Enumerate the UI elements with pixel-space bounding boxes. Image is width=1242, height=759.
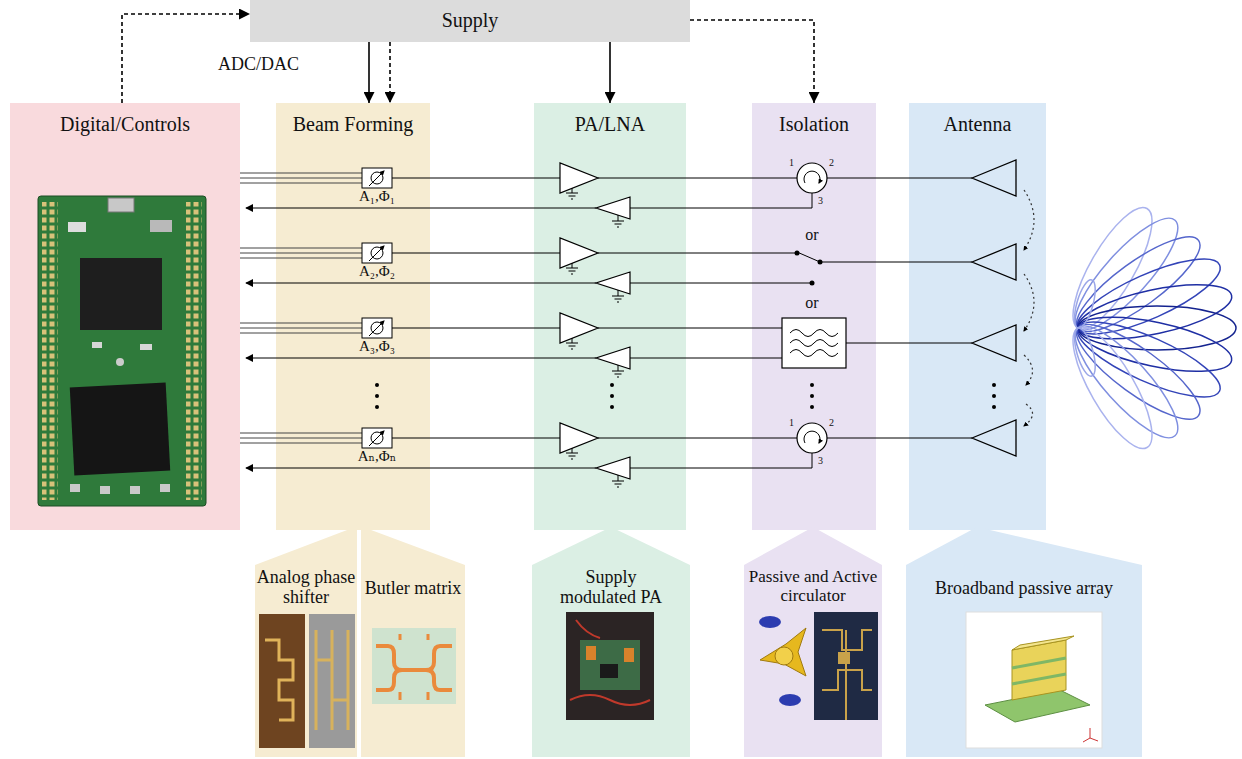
- channel-weight: A₃,Φ₃: [359, 338, 395, 355]
- stage-panel: PA/LNA: [534, 103, 686, 530]
- node-title: Beam Forming: [276, 113, 430, 135]
- option-note: or: [805, 226, 818, 244]
- node-title: Butler matrix: [361, 579, 465, 599]
- signal-name: ADC/DAC: [218, 55, 299, 75]
- supply-bar: Supply: [250, 0, 690, 42]
- node-title: Isolation: [752, 113, 876, 135]
- node-title: Supply modulated PA: [550, 568, 672, 608]
- label-anchor: A₃,Φ₃: [359, 338, 395, 355]
- label-anchor: A₁,Φ₁: [359, 188, 395, 205]
- node-title: Antenna: [909, 113, 1046, 135]
- node-title: Digital/Controls: [10, 113, 240, 135]
- label-anchor: or: [805, 226, 818, 244]
- node-title: Passive and Active circulator: [745, 568, 881, 605]
- label-anchor: 1: [789, 157, 794, 168]
- port-number: 3: [818, 455, 823, 466]
- label-anchor: 2: [829, 157, 834, 168]
- supply-connector: [389, 42, 391, 103]
- channel-weight: A₂,Φ₂: [359, 263, 395, 280]
- port-number: 2: [829, 417, 834, 428]
- node-title: PA/LNA: [534, 113, 686, 135]
- option-note: or: [805, 294, 818, 312]
- port-number: 1: [789, 417, 794, 428]
- callout-shape: [255, 527, 357, 757]
- supply-connector: [368, 42, 370, 103]
- port-number: 3: [818, 195, 823, 206]
- example-callout: Supply modulated PA: [532, 527, 690, 757]
- example-callout: Butler matrix: [361, 527, 465, 757]
- callout-fill: [255, 527, 357, 757]
- port-number: 1: [789, 157, 794, 168]
- label-anchor: 2: [829, 417, 834, 428]
- callout-fill: [532, 527, 690, 757]
- label-anchor: Aₙ,Φₙ: [358, 448, 397, 465]
- node-title: Supply: [250, 9, 690, 31]
- label-anchor: 3: [818, 455, 823, 466]
- callout-shape: [744, 527, 882, 757]
- node-title: Broadband passive array: [906, 579, 1142, 599]
- callout-shape: [361, 527, 465, 757]
- label-anchor: or: [805, 294, 818, 312]
- port-number: 2: [829, 157, 834, 168]
- callout-fill: [906, 527, 1142, 757]
- channel-weight: Aₙ,Φₙ: [358, 448, 397, 465]
- stage-panel: Antenna: [909, 103, 1046, 530]
- callout-fill: [744, 527, 882, 757]
- channel-weight: A₁,Φ₁: [359, 188, 395, 205]
- stage-panel: Digital/Controls: [10, 103, 240, 530]
- example-callout: Passive and Active circulator: [744, 527, 882, 757]
- callout-shape: [906, 527, 1142, 757]
- beam-pattern: [1059, 197, 1236, 458]
- label-anchor: ADC/DAC: [218, 55, 299, 75]
- label-anchor: 3: [818, 195, 823, 206]
- supply-connector: [609, 42, 611, 103]
- label-anchor: A₂,Φ₂: [359, 263, 395, 280]
- stage-panel: Beam Forming: [276, 103, 430, 530]
- example-callout: Broadband passive array: [906, 527, 1142, 757]
- supply-connector: [690, 20, 814, 103]
- example-callout: Analog phase shifter: [255, 527, 357, 757]
- callout-fill: [361, 527, 465, 757]
- label-anchor: 1: [789, 417, 794, 428]
- node-title: Analog phase shifter: [255, 568, 357, 608]
- stage-panel: Isolation: [752, 103, 876, 530]
- callout-shape: [532, 527, 690, 757]
